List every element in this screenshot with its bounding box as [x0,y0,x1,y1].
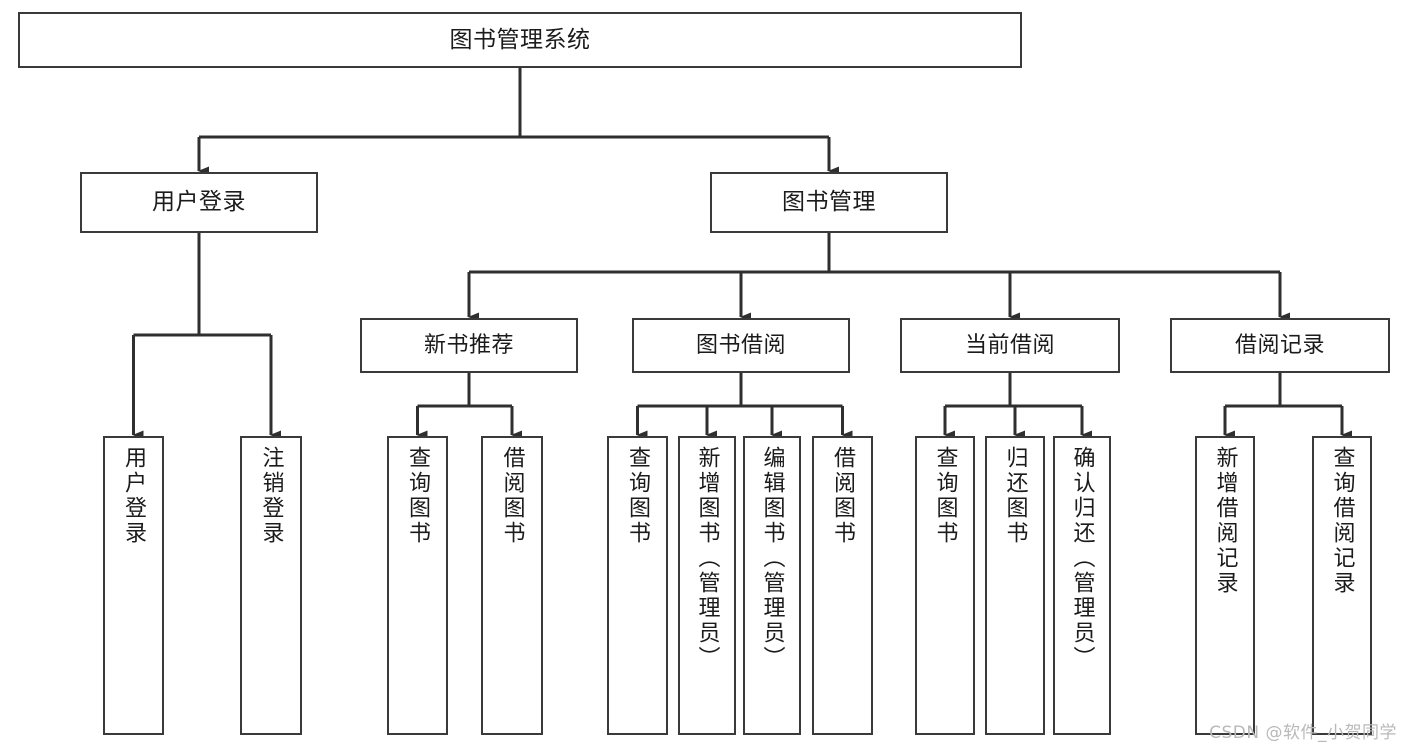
node-leaf-user-login-label: 用户登录 [121,446,147,546]
node-leaf-add-record[interactable]: 新增借阅记录 [1195,436,1255,735]
node-borrow-record[interactable]: 借阅记录 [1170,318,1390,373]
node-leaf-borrow-book-label: 借阅图书 [830,446,856,546]
node-leaf-logout-label: 注销登录 [258,446,284,546]
node-leaf-return-book[interactable]: 归还图书 [985,436,1045,735]
node-book-borrow-label: 图书借阅 [695,332,786,358]
node-book-manage[interactable]: 图书管理 [710,172,948,233]
node-borrow-record-label: 借阅记录 [1234,332,1325,358]
node-leaf-user-login[interactable]: 用户登录 [103,436,164,735]
node-leaf-query-book-borrow[interactable]: 查询图书 [607,436,668,735]
node-leaf-confirm-return[interactable]: 确认归还（管理员） [1053,436,1111,735]
node-new-book-recommend[interactable]: 新书推荐 [360,318,578,373]
node-leaf-query-book-borrow-label: 查询图书 [625,446,651,546]
node-book-borrow[interactable]: 图书借阅 [632,318,850,373]
node-root[interactable]: 图书管理系统 [18,12,1022,68]
node-leaf-confirm-return-label: 确认归还（管理员） [1069,446,1095,671]
node-leaf-edit-book-label: 编辑图书（管理员） [759,446,785,671]
node-leaf-query-book-current-label: 查询图书 [932,446,958,546]
node-current-borrow[interactable]: 当前借阅 [900,318,1120,373]
node-leaf-add-record-label: 新增借阅记录 [1212,446,1238,596]
node-leaf-add-book-label: 新增图书（管理员） [694,446,720,671]
watermark-text: CSDN @软件_小贺同学 [1209,723,1397,743]
node-user-login[interactable]: 用户登录 [80,172,318,233]
node-current-borrow-label: 当前借阅 [964,332,1055,358]
node-book-manage-label: 图书管理 [782,189,876,216]
node-leaf-query-book-current[interactable]: 查询图书 [915,436,975,735]
node-leaf-query-book-new-label: 查询图书 [405,446,431,546]
node-leaf-query-record-label: 查询借阅记录 [1329,446,1355,596]
node-leaf-edit-book[interactable]: 编辑图书（管理员） [743,436,801,735]
node-user-login-label: 用户登录 [152,189,246,216]
node-leaf-borrow-book[interactable]: 借阅图书 [812,436,873,735]
node-leaf-return-book-label: 归还图书 [1002,446,1028,546]
node-leaf-borrow-book-new[interactable]: 借阅图书 [481,436,543,735]
node-leaf-query-book-new[interactable]: 查询图书 [387,436,448,735]
node-new-book-recommend-label: 新书推荐 [423,332,514,358]
node-leaf-add-book[interactable]: 新增图书（管理员） [678,436,736,735]
node-leaf-logout[interactable]: 注销登录 [240,436,302,735]
node-leaf-query-record[interactable]: 查询借阅记录 [1312,436,1372,735]
node-root-label: 图书管理系统 [449,26,591,53]
node-leaf-borrow-book-new-label: 借阅图书 [499,446,525,546]
